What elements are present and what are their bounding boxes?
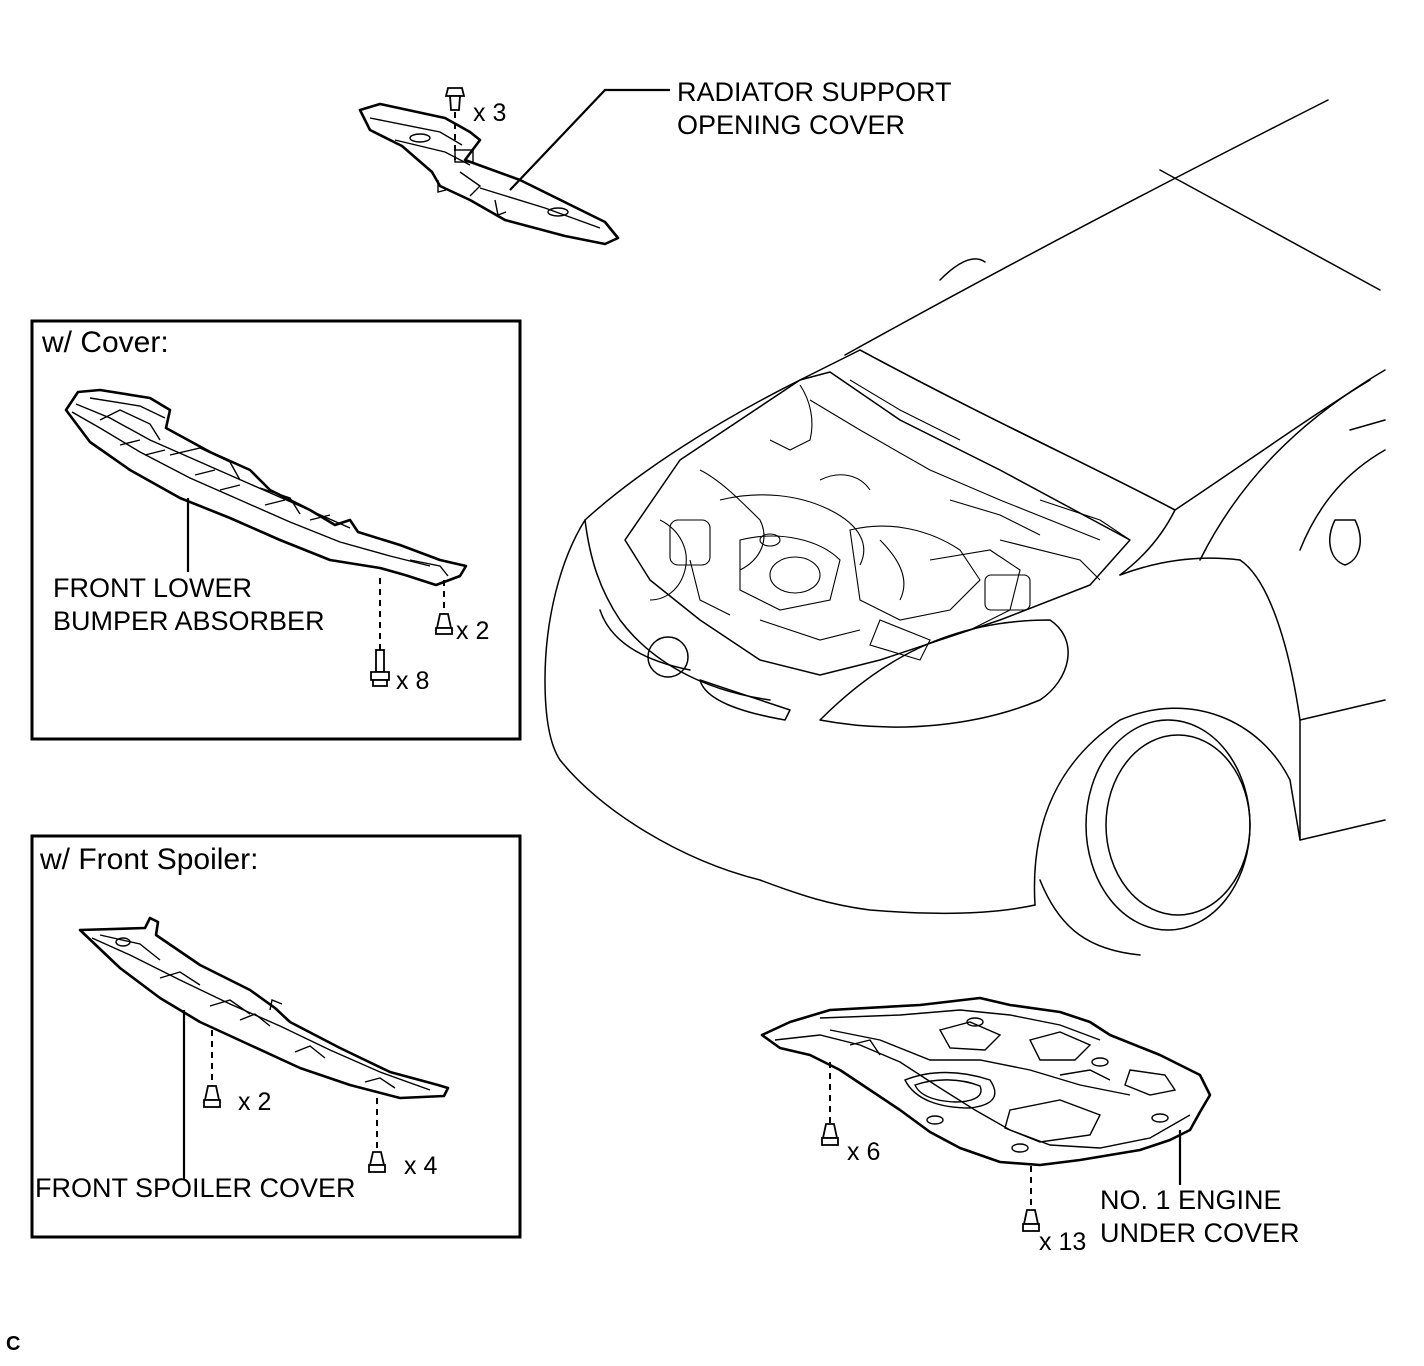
spoiler-screw-b xyxy=(368,1151,386,1173)
absorber-qty-a: x 2 xyxy=(456,617,489,645)
engine-screw-a xyxy=(821,1123,839,1146)
spoiler-label: FRONT SPOILER COVER xyxy=(35,1173,356,1203)
absorber-bolt xyxy=(370,649,390,687)
engine-qty-a: x 6 xyxy=(847,1138,880,1166)
radiator-cover-clip xyxy=(444,87,466,111)
radiator-support-opening-cover xyxy=(358,102,620,246)
radiator-cover-leader xyxy=(509,88,670,191)
corner-code: C xyxy=(6,1333,20,1355)
spoiler-screw-a xyxy=(203,1085,221,1108)
engine-screw-b xyxy=(1022,1209,1040,1232)
absorber-label-line1: FRONT LOWER xyxy=(53,573,252,603)
panel-with-cover-title: w/ Cover: xyxy=(41,326,169,359)
engine-cover-label-line2: UNDER COVER xyxy=(1100,1218,1300,1248)
radiator-cover-qty: x 3 xyxy=(473,99,506,127)
panel-with-front-spoiler xyxy=(30,834,522,1239)
panel-with-cover xyxy=(30,319,522,741)
panel-with-front-spoiler-title: w/ Front Spoiler: xyxy=(39,843,258,876)
front-lower-bumper-absorber xyxy=(64,388,468,587)
engine-qty-b: x 13 xyxy=(1039,1228,1086,1256)
radiator-cover-label-line1: RADIATOR SUPPORT xyxy=(677,77,952,107)
engine-cover-label-line1: NO. 1 ENGINE xyxy=(1100,1185,1282,1215)
absorber-label-line2: BUMPER ABSORBER xyxy=(53,606,325,636)
radiator-cover-label-line2: OPENING COVER xyxy=(677,110,905,140)
absorber-qty-b: x 8 xyxy=(396,667,429,695)
spoiler-qty-a: x 2 xyxy=(238,1088,271,1116)
spoiler-qty-b: x 4 xyxy=(404,1152,437,1180)
absorber-screw xyxy=(435,613,453,635)
front-spoiler-cover xyxy=(78,916,450,1100)
car-outline xyxy=(544,99,1386,956)
